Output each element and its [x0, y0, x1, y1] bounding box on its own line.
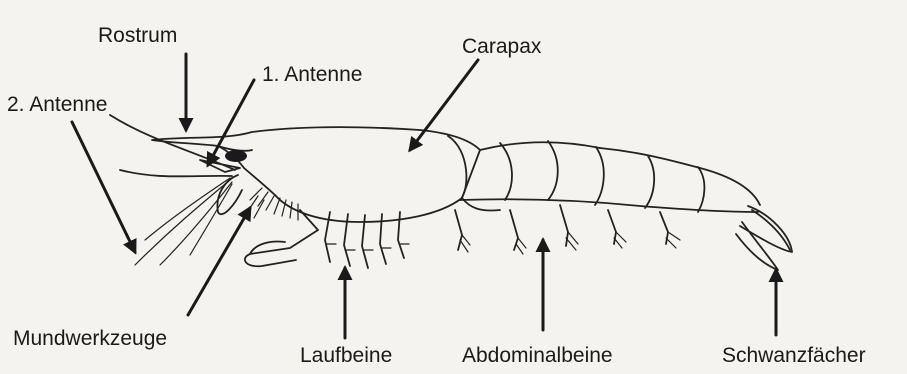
label-rostrum: Rostrum [98, 25, 177, 46]
label-antenne-2: 2. Antenne [7, 94, 107, 115]
pleopods [455, 205, 680, 254]
label-schwanzfaecher: Schwanzfächer [722, 345, 866, 366]
abdomen [448, 136, 760, 212]
label-carapax: Carapax [462, 36, 541, 57]
label-mundwerkzeuge: Mundwerkzeuge [13, 328, 167, 349]
pointer-carapax [410, 60, 478, 150]
label-antenne-1: 1. Antenne [262, 64, 362, 85]
tail-fan [736, 206, 792, 270]
carapace-outline [152, 127, 480, 222]
pointer-antenne2 [72, 122, 135, 252]
label-abdominalbeine: Abdominalbeine [462, 345, 613, 366]
eye [225, 150, 247, 162]
label-laufbeine: Laufbeine [300, 345, 392, 366]
